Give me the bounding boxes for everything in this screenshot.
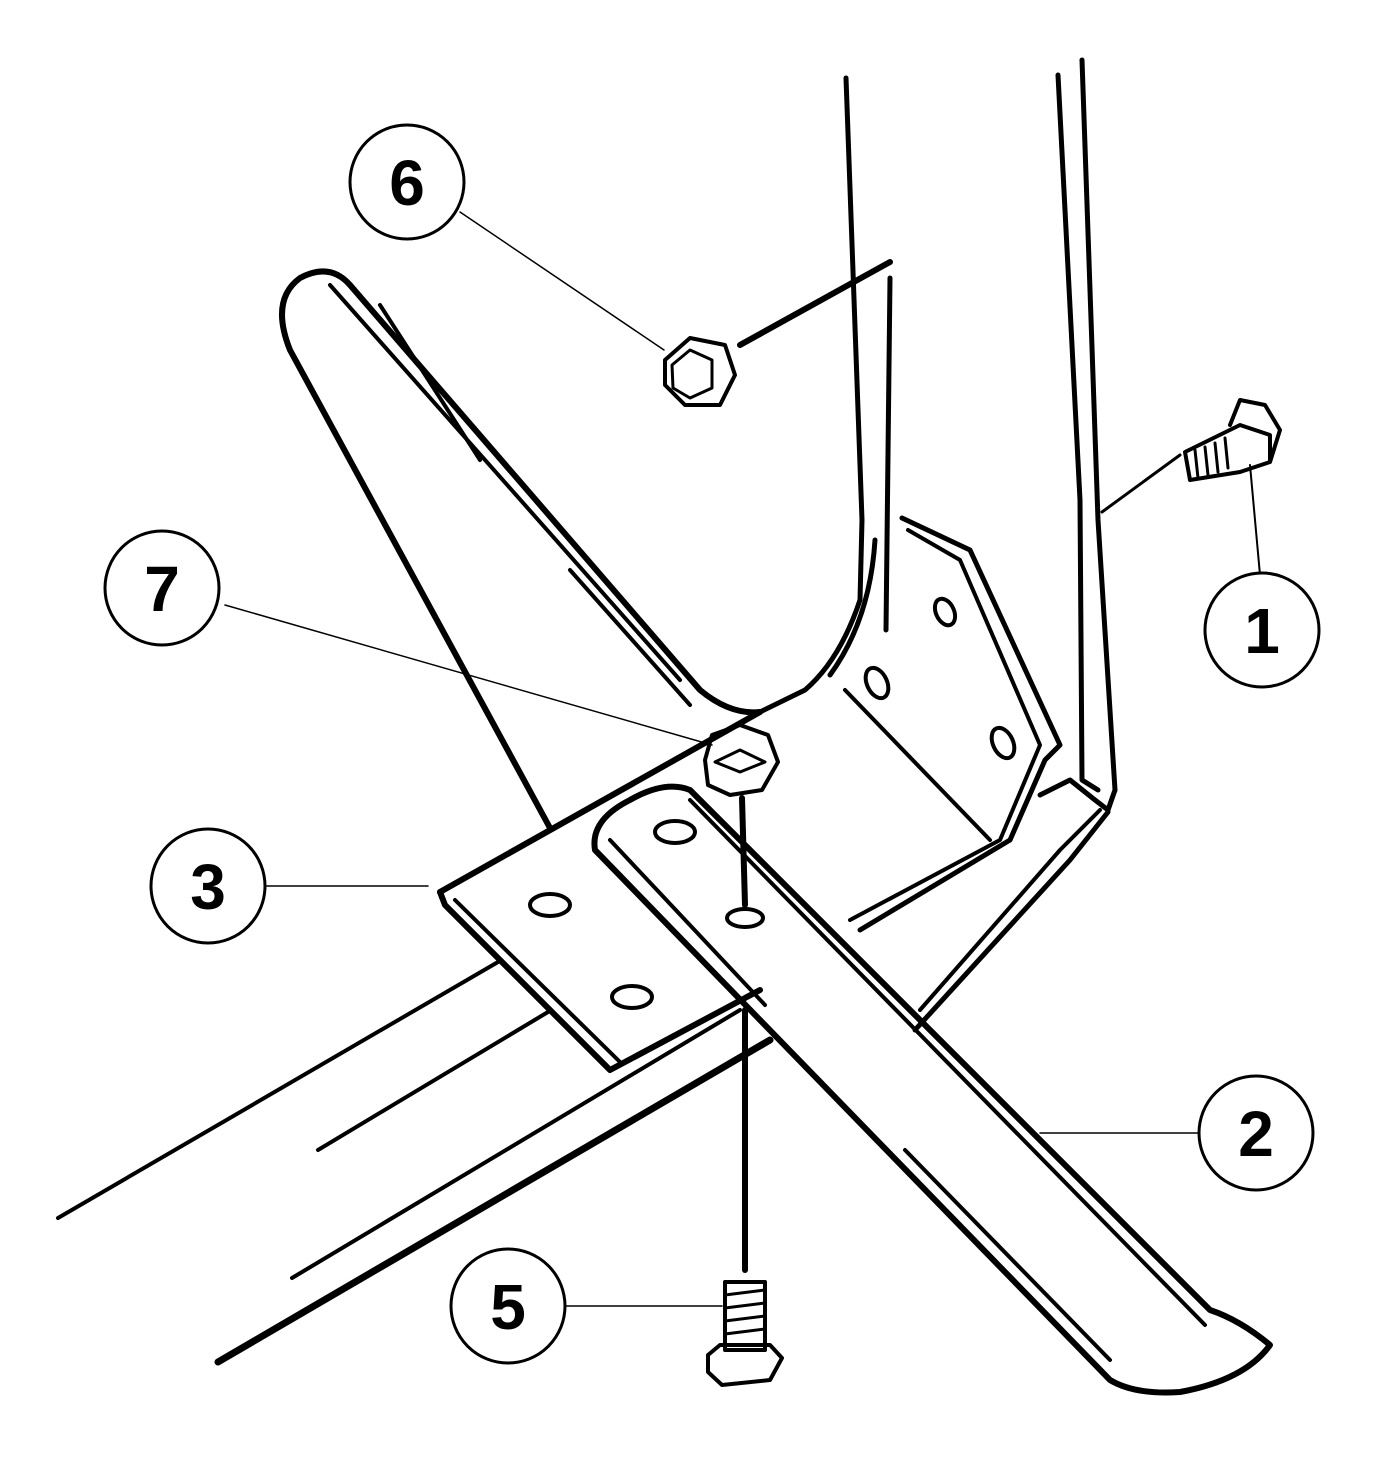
callout-6-label: 6: [389, 147, 425, 219]
frame-rails: [56, 960, 774, 1366]
callout-1-label: 1: [1244, 595, 1280, 667]
callout-1: 1: [1203, 571, 1321, 689]
upright-post: [1037, 57, 1118, 813]
gusset-plate: [843, 515, 1111, 1033]
part-5-bolt: [565, 1007, 784, 1387]
part-6-nut: [459, 211, 893, 407]
part-7-nut: [224, 604, 780, 929]
left-brace: [279, 268, 763, 831]
callout-7: 7: [103, 529, 221, 647]
callout-2: 2: [1197, 1074, 1315, 1192]
callout-5: 5: [449, 1247, 567, 1365]
center-panel: [757, 75, 893, 715]
leader-lines: [264, 885, 1199, 1134]
callout-5-label: 5: [490, 1271, 526, 1343]
callout-3: 3: [149, 827, 267, 945]
callout-7-label: 7: [144, 553, 180, 625]
callout-3-label: 3: [190, 851, 226, 923]
part-2-arm: [591, 783, 1273, 1396]
part-3-plate: [437, 709, 763, 1073]
part-1-bolt: [1100, 398, 1282, 576]
callout-2-label: 2: [1238, 1098, 1274, 1170]
callout-6: 6: [348, 123, 466, 241]
